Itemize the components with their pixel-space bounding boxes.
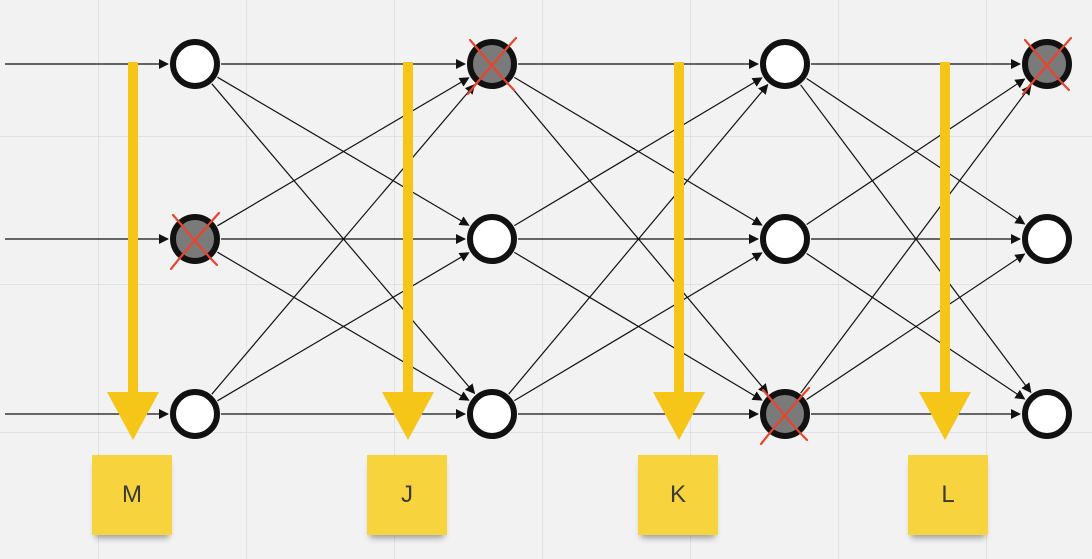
yellow-arrow-shaft-1 <box>128 62 138 397</box>
edge-l2n2-l3n1 <box>514 77 763 227</box>
edge-l3n3-l4n2 <box>806 253 1026 401</box>
edge-l1n3-l2n2 <box>217 252 470 402</box>
yellow-arrow-head-2 <box>382 392 434 440</box>
node-circle <box>1022 389 1072 439</box>
sticky-note-label: J <box>401 481 413 508</box>
sticky-note-l[interactable]: L <box>908 455 988 535</box>
node-circle <box>467 214 517 264</box>
sticky-note-j[interactable]: J <box>367 455 447 535</box>
edge-l1n2-l2n1 <box>217 77 470 227</box>
edge-l2n3-l3n1 <box>508 83 769 395</box>
yellow-arrow-shaft-2 <box>403 62 413 397</box>
red-cross-mark <box>466 36 518 96</box>
yellow-arrow-head-3 <box>653 392 705 440</box>
node-l2-n2[interactable] <box>467 214 517 264</box>
red-cross-mark <box>759 386 811 446</box>
node-circle <box>170 389 220 439</box>
node-l3-n1[interactable] <box>760 39 810 89</box>
dropped-node-l1-n2[interactable] <box>169 211 221 271</box>
sticky-note-k[interactable]: K <box>638 455 718 535</box>
yellow-arrow-head-4 <box>919 392 971 440</box>
node-l2-n3[interactable] <box>467 389 517 439</box>
sticky-note-label: M <box>122 481 142 508</box>
dropped-node-l2-n1[interactable] <box>466 36 518 96</box>
node-l1-n3[interactable] <box>170 389 220 439</box>
yellow-arrow-shaft-4 <box>940 62 950 397</box>
red-cross-mark <box>169 211 221 271</box>
node-circle <box>760 214 810 264</box>
node-l1-n1[interactable] <box>170 39 220 89</box>
node-circle <box>467 389 517 439</box>
edge-l3n3-l4n1 <box>800 84 1032 394</box>
dropped-node-l3-n3[interactable] <box>759 386 811 446</box>
node-circle <box>760 39 810 89</box>
node-l4-n2[interactable] <box>1022 214 1072 264</box>
sticky-note-label: L <box>941 481 955 508</box>
node-circle <box>1022 214 1072 264</box>
node-l4-n3[interactable] <box>1022 389 1072 439</box>
edge-l2n3-l3n2 <box>514 252 763 402</box>
node-circle <box>170 39 220 89</box>
edge-l1n3-l2n1 <box>211 83 476 395</box>
sticky-note-label: K <box>669 481 686 508</box>
red-cross-mark <box>1021 36 1073 96</box>
sticky-note-m[interactable]: M <box>92 455 172 535</box>
node-l3-n2[interactable] <box>760 214 810 264</box>
yellow-arrow-shaft-3 <box>674 62 684 397</box>
dropped-node-l4-n1[interactable] <box>1021 36 1073 96</box>
yellow-arrow-head-1 <box>107 392 159 440</box>
edge-l3n2-l4n1 <box>806 78 1026 226</box>
